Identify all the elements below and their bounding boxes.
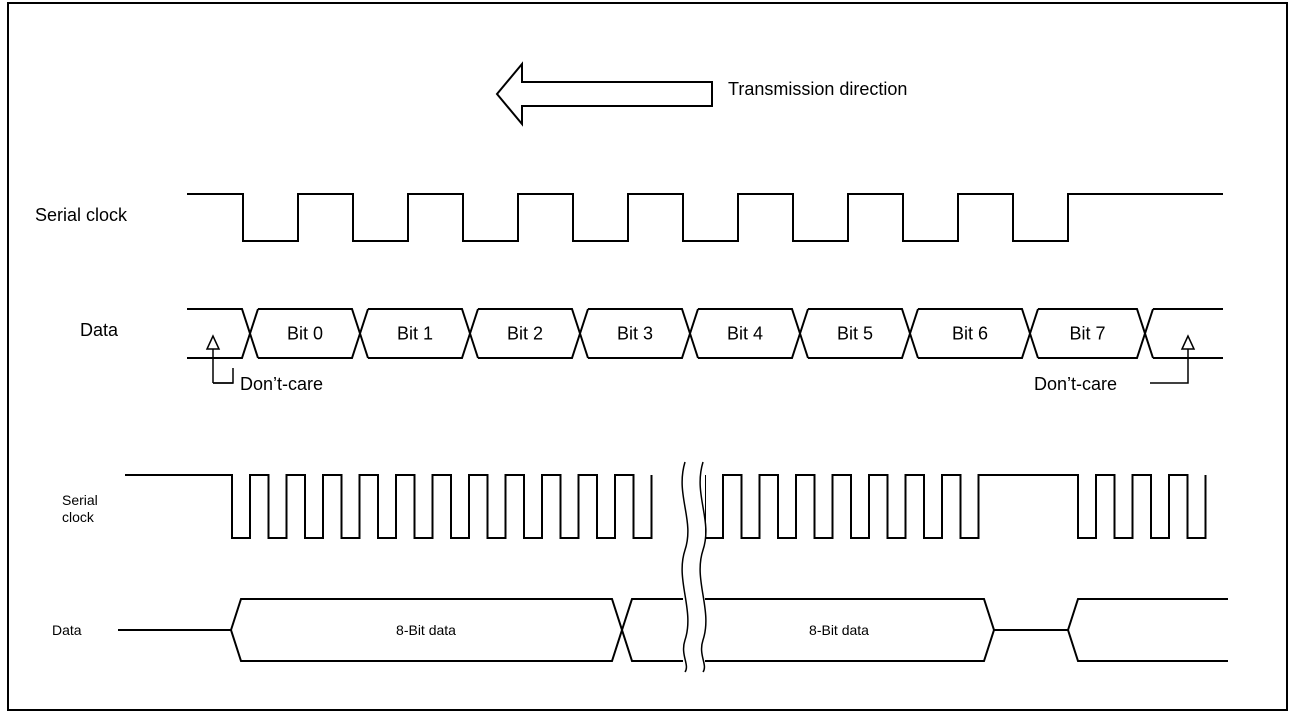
bit-label: Bit 4 xyxy=(727,324,763,344)
break-mask xyxy=(683,462,705,672)
bit-label: Bit 6 xyxy=(952,324,988,344)
dont-care-right-label: Don’t-care xyxy=(1034,374,1117,394)
dont-care-left-label: Don’t-care xyxy=(240,374,323,394)
bit-label: Bit 0 xyxy=(287,324,323,344)
bottom-serial-label-line1: Serial xyxy=(62,492,98,508)
break-line-right xyxy=(699,461,707,673)
serial-clock-waveform xyxy=(187,193,1223,242)
serial-clock-label: Serial clock xyxy=(35,205,128,225)
bottom-clock-label-line2: clock xyxy=(62,509,95,525)
direction-arrow-icon xyxy=(495,61,713,127)
bit-label: Bit 2 xyxy=(507,324,543,344)
bit-label: Bit 5 xyxy=(837,324,873,344)
data-bit-cells xyxy=(187,308,1223,359)
bottom-data-next-byte xyxy=(994,598,1228,662)
dont-care-left-arrow-icon xyxy=(205,334,221,350)
data-waveform xyxy=(187,308,1223,359)
bottom-data-byte-2 xyxy=(620,598,996,662)
frame-border xyxy=(7,2,1288,711)
break-line-left xyxy=(681,461,689,673)
direction-label: Transmission direction xyxy=(728,79,907,99)
bit-label: Bit 1 xyxy=(397,324,433,344)
bit-label: Bit 3 xyxy=(617,324,653,344)
byte-label-2: 8-Bit data xyxy=(809,622,869,638)
bottom-serial-clock-waveform xyxy=(125,474,1207,539)
dont-care-right-leader xyxy=(1150,340,1189,384)
bottom-data-label: Data xyxy=(52,622,82,638)
bit-label: Bit 7 xyxy=(1069,324,1105,344)
data-label: Data xyxy=(80,320,119,340)
byte-label-1: 8-Bit data xyxy=(396,622,456,638)
dont-care-right-arrow-icon xyxy=(1180,334,1196,350)
bit-labels: Bit 0 Bit 1 Bit 2 Bit 3 Bit 4 Bit 5 Bit 6 Bit 7 xyxy=(287,324,1106,344)
